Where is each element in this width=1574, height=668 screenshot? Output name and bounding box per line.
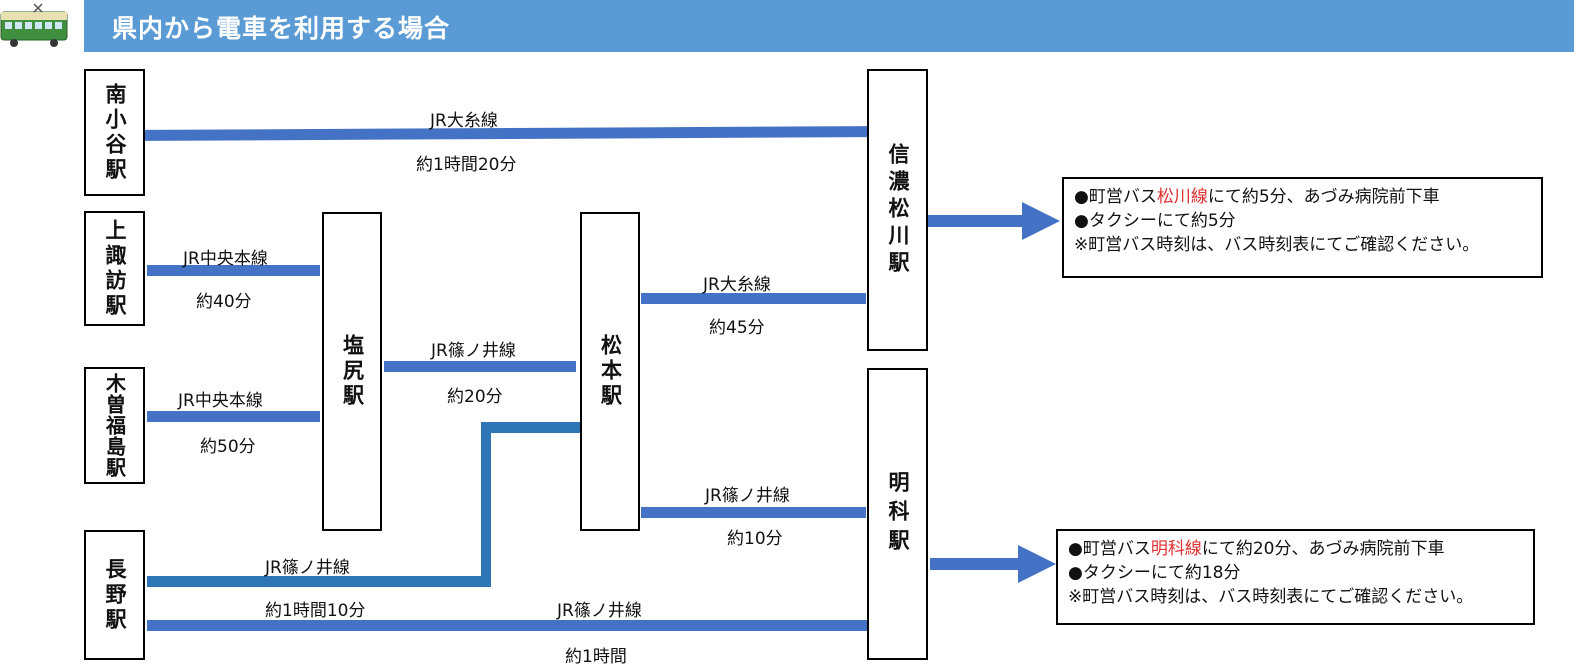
page-title: 県内から電車を利用する場合 <box>112 14 451 43</box>
station-label: 松本駅 <box>598 334 623 409</box>
route-line-label: JR篠ノ井線 <box>431 341 516 361</box>
route-time-label: 約40分 <box>196 292 252 312</box>
station-kiso-fukushima: 木曽福島駅 <box>84 367 145 484</box>
bus-line-name: 明科線 <box>1150 539 1202 559</box>
bus-info: ●町営バス明科線にて約20分、あづみ病院前下車 <box>1068 539 1445 559</box>
route-time-label: 約50分 <box>200 437 256 457</box>
info-box-akashina: ●町営バス明科線にて約20分、あづみ病院前下車 ●タクシーにて約18分 ※町営バ… <box>1056 529 1535 625</box>
line-minami-otari-matsukawa <box>145 126 867 141</box>
station-shinano-matsukawa: 信濃松川駅 <box>867 69 928 351</box>
station-shiojiri: 塩尻駅 <box>322 212 382 531</box>
station-label: 南小谷駅 <box>103 82 127 183</box>
line-nagano-matsumoto-top <box>481 422 580 433</box>
header-bar <box>84 0 1574 52</box>
station-label: 塩尻駅 <box>340 334 365 409</box>
line-kami-suwa-shiojiri <box>147 265 320 276</box>
station-minami-otari: 南小谷駅 <box>84 69 145 196</box>
line-matsumoto-matsukawa <box>641 293 866 304</box>
station-label: 信濃松川駅 <box>886 142 910 278</box>
route-time-label: 約20分 <box>447 387 503 407</box>
route-time-label: 約10分 <box>727 529 783 549</box>
line-matsumoto-akashina <box>641 507 866 518</box>
route-line-label: JR篠ノ井線 <box>705 486 790 506</box>
route-time-label: 約1時間20分 <box>416 155 517 175</box>
line-nagano-akashina <box>147 620 867 631</box>
line-kiso-shiojiri <box>147 411 320 422</box>
route-time-label: 約45分 <box>709 318 765 338</box>
line-shiojiri-matsumoto <box>384 361 576 372</box>
arrow-right-icon <box>928 202 1060 240</box>
taxi-info: ●タクシーにて約18分 <box>1068 563 1241 583</box>
station-label: 木曽福島駅 <box>102 373 127 478</box>
arrow-right-icon <box>930 545 1056 583</box>
bus-info: ●町営バス松川線にて約5分、あづみ病院前下車 <box>1074 187 1440 207</box>
route-line-label: JR大糸線 <box>703 275 771 295</box>
station-label: 上諏訪駅 <box>103 218 127 319</box>
line-nagano-matsumoto-horizontal <box>147 576 491 587</box>
route-time-label: 約1時間 <box>565 647 627 667</box>
route-line-label: JR大糸線 <box>430 111 498 131</box>
timetable-note: ※町営バス時刻は、バス時刻表にてご確認ください。 <box>1068 587 1474 607</box>
route-line-label: JR篠ノ井線 <box>265 558 350 578</box>
station-kami-suwa: 上諏訪駅 <box>84 211 145 326</box>
route-line-label: JR篠ノ井線 <box>557 601 642 621</box>
route-time-label: 約1時間10分 <box>265 601 366 621</box>
info-box-matsukawa: ●町営バス松川線にて約5分、あづみ病院前下車 ●タクシーにて約5分 ※町営バス時… <box>1062 177 1543 278</box>
station-matsumoto: 松本駅 <box>580 212 640 531</box>
taxi-info: ●タクシーにて約5分 <box>1074 211 1236 231</box>
station-akashina: 明科駅 <box>867 368 928 660</box>
bus-line-name: 松川線 <box>1156 187 1208 207</box>
line-nagano-matsumoto-vertical <box>481 422 491 587</box>
train-icon <box>0 3 68 47</box>
station-label: 長野駅 <box>103 557 127 633</box>
route-line-label: JR中央本線 <box>183 249 268 269</box>
route-line-label: JR中央本線 <box>178 391 263 411</box>
station-nagano: 長野駅 <box>84 530 145 660</box>
station-label: 明科駅 <box>886 470 910 558</box>
timetable-note: ※町営バス時刻は、バス時刻表にてご確認ください。 <box>1074 235 1480 255</box>
